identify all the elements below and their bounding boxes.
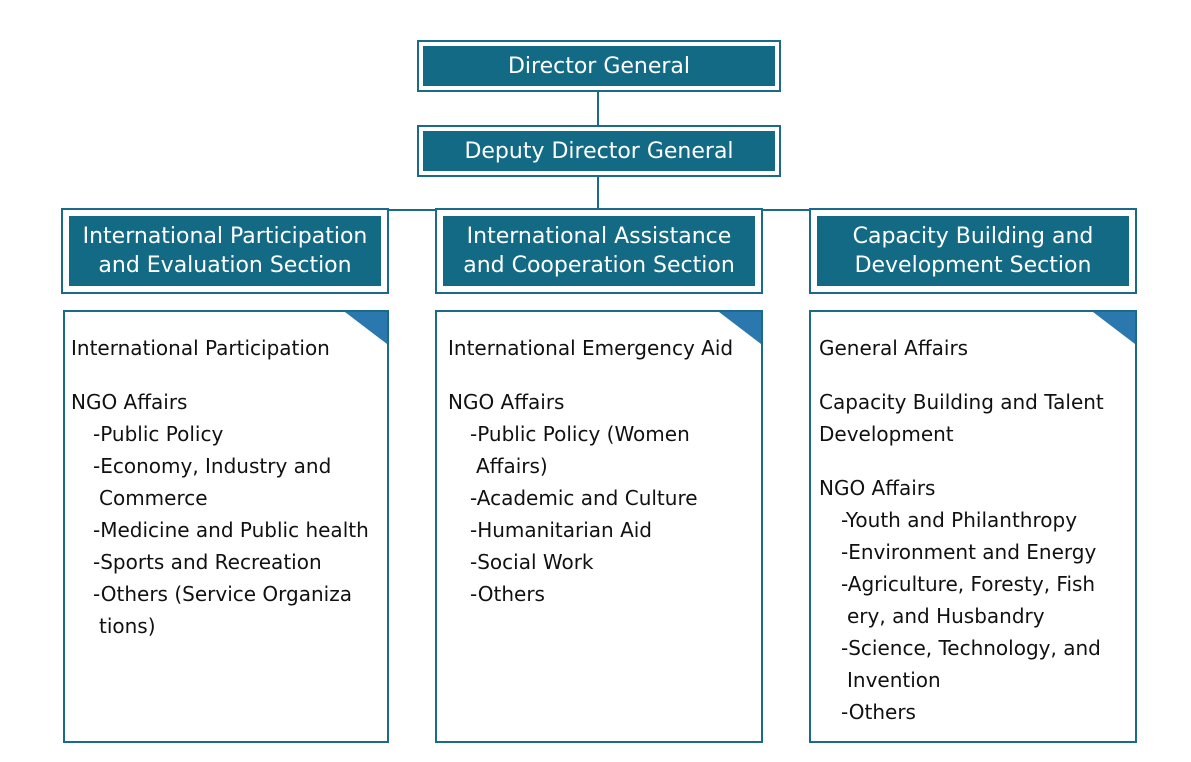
duty-subitem-continued: Affairs) bbox=[476, 454, 548, 478]
deputy-director-general-fill: Deputy Director General bbox=[423, 131, 775, 171]
section-title-line1: Capacity Building and bbox=[852, 224, 1094, 249]
duties-panel-international-assistance: International Emergency Aid NGO Affairs … bbox=[435, 310, 763, 743]
duties-panel-international-participation: International Participation NGO Affairs … bbox=[63, 310, 389, 743]
duty-item: Capacity Building and Talent bbox=[819, 390, 1104, 414]
section-title-line1: International Participation bbox=[82, 224, 368, 249]
duty-subitem: -Medicine and Public health bbox=[93, 518, 369, 542]
duty-subitem: -Public Policy bbox=[93, 422, 224, 446]
deputy-director-general-title: Deputy Director General bbox=[464, 138, 734, 164]
duty-item: NGO Affairs bbox=[71, 390, 188, 414]
director-general-fill: Director General bbox=[423, 46, 775, 86]
section-title-line2: Development Section bbox=[854, 253, 1092, 278]
section-title-line2: and Evaluation Section bbox=[98, 253, 352, 278]
duty-subitem: -Science, Technology, and bbox=[841, 636, 1101, 660]
duty-subitem: -Youth and Philanthropy bbox=[841, 508, 1078, 532]
corner-accent bbox=[1093, 312, 1135, 344]
duty-subitem: -Public Policy (Women bbox=[470, 422, 690, 446]
duty-item: International Emergency Aid bbox=[448, 336, 734, 360]
duty-subitem-continued: ery, and Husbandry bbox=[847, 604, 1045, 628]
section-title-line1: International Assistance bbox=[466, 224, 732, 249]
duty-item: International Participation bbox=[71, 336, 330, 360]
duty-subitem: -Agriculture, Foresty, Fish bbox=[841, 572, 1096, 596]
section-title-line2: and Cooperation Section bbox=[463, 253, 735, 278]
duty-subitem-continued: Invention bbox=[847, 668, 941, 692]
duties-panel-capacity-building: General Affairs Capacity Building and Ta… bbox=[809, 310, 1137, 743]
director-general-box: Director General bbox=[417, 40, 781, 92]
duty-subitem-continued: tions) bbox=[99, 614, 156, 638]
panel-content: General Affairs Capacity Building and Ta… bbox=[819, 332, 1129, 728]
director-general-title: Director General bbox=[507, 53, 691, 79]
deputy-director-general-box: Deputy Director General bbox=[417, 125, 781, 177]
section-header-international-assistance: International Assistance and Cooperation… bbox=[435, 208, 763, 294]
duty-subitem-continued: Commerce bbox=[99, 486, 208, 510]
section-header-capacity-building: Capacity Building and Development Sectio… bbox=[809, 208, 1137, 294]
panel-content: International Participation NGO Affairs … bbox=[71, 332, 381, 642]
corner-accent bbox=[345, 312, 387, 344]
section-header-fill: Capacity Building and Development Sectio… bbox=[817, 216, 1129, 286]
duty-item: NGO Affairs bbox=[819, 476, 936, 500]
duty-subitem: -Economy, Industry and bbox=[93, 454, 332, 478]
panel-content: International Emergency Aid NGO Affairs … bbox=[448, 332, 755, 610]
section-header-international-participation: International Participation and Evaluati… bbox=[61, 208, 389, 294]
section-header-fill: International Assistance and Cooperation… bbox=[443, 216, 755, 286]
duty-subitem: -Sports and Recreation bbox=[93, 550, 322, 574]
duty-subitem: -Others bbox=[470, 582, 545, 606]
duty-item-continued: Development bbox=[819, 422, 954, 446]
duty-item: NGO Affairs bbox=[448, 390, 565, 414]
duty-subitem: -Academic and Culture bbox=[470, 486, 698, 510]
duty-subitem: -Environment and Energy bbox=[841, 540, 1097, 564]
section-header-fill: International Participation and Evaluati… bbox=[69, 216, 381, 286]
duty-subitem: -Others (Service Organiza bbox=[93, 582, 352, 606]
duty-item: General Affairs bbox=[819, 336, 969, 360]
duty-subitem: -Humanitarian Aid bbox=[470, 518, 653, 542]
duty-subitem: -Others bbox=[841, 700, 916, 724]
corner-accent bbox=[719, 312, 761, 344]
duty-subitem: -Social Work bbox=[470, 550, 594, 574]
